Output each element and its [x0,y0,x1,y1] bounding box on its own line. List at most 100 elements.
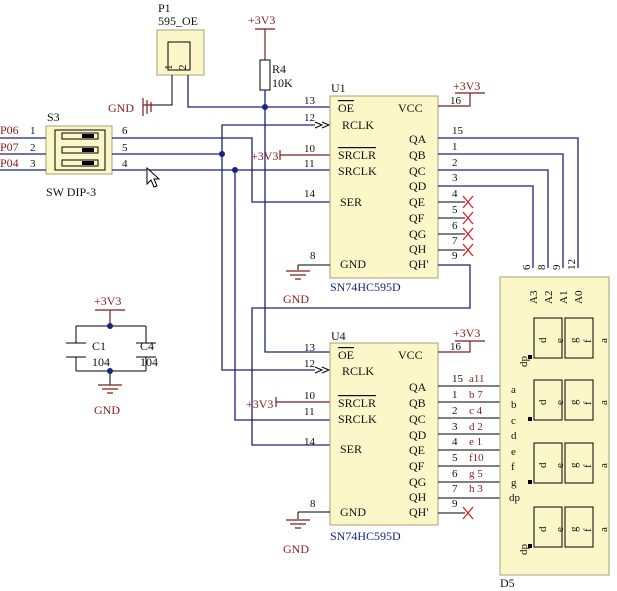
u1-qd: QD [409,179,427,193]
r4-value: 10K [272,76,293,90]
u4-part: SN74HC595D [330,529,401,543]
s3-value: SW DIP-3 [46,185,96,199]
u1-num-8: 8 [310,250,316,262]
u1-num-qh: 7 [452,235,458,247]
u1-num-qe: 4 [452,188,458,200]
d5-digit-block-2: d e g f a [528,379,610,421]
gnd-label-caps: GND [94,403,120,417]
d5-d1-e: e [554,338,566,343]
s3-pin3: 3 [30,158,36,170]
u1-qb: QB [409,148,426,162]
d5-d3-f: f [582,464,594,468]
d5-d3-g: g [568,462,580,468]
u1-num-qg: 6 [452,220,458,232]
d5-d3-d: d [537,462,549,468]
u1-qg: QG [409,227,427,241]
gnd-label-u4: GND [283,542,309,556]
u4-qc: QC [409,412,426,426]
u1-pin-oe: OE [338,101,354,115]
gnd-label-p1: GND [108,101,134,115]
u4-seg-d: d 2 [469,421,483,433]
u1-num-13: 13 [304,95,316,107]
capacitors-c1-c4[interactable]: +3V3 C1 104 C4 104 GND [66,294,158,417]
resistor-r4[interactable]: R4 10K [259,59,293,91]
vcc-label-u1: +3V3 [453,79,480,93]
u4-pin-ser: SER [340,442,362,456]
u1-qe: QE [409,195,425,209]
d5-pin-9: 9 [551,264,563,270]
d5-d2-f: f [582,401,594,405]
c1-ref: C1 [92,339,106,353]
u1-qh-prime: QH' [409,257,429,271]
d5-digit-block-1: d e g f a dp [518,317,610,367]
u4-pin-rclk: RCLK [342,364,374,378]
u1-num-qa: 15 [452,125,464,137]
u4-right-pin-numbers: 15 1 2 3 4 5 6 7 9 a11 b 7 c 4 d 2 e 1 f… [452,373,484,510]
s3-pin2: 2 [30,142,36,154]
u4-num-qe: 4 [452,436,458,448]
d5-side-g: g [511,477,517,489]
u1-num-qd: 3 [452,172,458,184]
u4-qb: QB [409,396,426,410]
d5-digit-a0: A0 [573,290,585,304]
p1-pin2: 2 [177,65,189,71]
u4-num-qb: 1 [452,389,458,401]
d5-d1-a: a [598,338,610,343]
c1-value: 104 [92,355,110,369]
u1-right-pin-numbers: 15 1 2 3 4 5 6 7 9 [452,125,464,262]
d5-d2-e: e [554,400,566,405]
u4-pin-vcc: VCC [398,348,423,362]
s3-pin6: 6 [122,125,128,137]
u4-num-qa: 15 [452,373,464,385]
s3-pin1: 1 [30,125,36,137]
u4-qd: QD [409,428,427,442]
s3-ref: S3 [47,110,60,124]
u1-pin-srclk: SRCLK [338,164,377,178]
connector-p1[interactable]: P1 595_OE 1 2 [156,1,205,76]
d5-d3-a: a [598,463,610,468]
u1-num-10: 10 [304,143,316,155]
d5-d1-d: d [537,337,549,343]
u4-num-qf: 5 [452,452,458,464]
u4-num-13: 13 [304,342,316,354]
d5-side-dp: dp [509,492,521,504]
u1-qh: QH [409,242,427,256]
d5-d4-e: e [554,527,566,532]
u1-qc: QC [409,164,426,178]
u4-seg-b: b 7 [469,389,483,401]
u4-num-11: 11 [304,406,315,418]
u4-num-10: 10 [304,390,316,402]
r4-ref: R4 [272,62,286,76]
p1-value: 595_OE [158,14,198,28]
u1-num-16: 16 [450,95,462,107]
d5-d1-f: f [582,339,594,343]
ic-u4[interactable]: U4 OE RCLK SRCLR SRCLK SER GND VCC SN74H… [329,329,439,543]
u1-num-qb: 1 [452,141,458,153]
d5-pin-8: 8 [536,264,548,270]
u4-num-qh: 7 [452,483,458,495]
vcc-label-u1-srclr: +3V3 [251,149,278,163]
u4-qh: QH [409,490,427,504]
u4-qa: QA [409,380,427,394]
d5-d3-e: e [554,463,566,468]
u1-num-qc: 2 [452,157,458,169]
display-d5[interactable]: D5 6 8 9 12 A3 A2 A1 A0 a b c d e f g dp… [499,259,610,590]
d5-side-c: c [511,415,516,427]
c4-value: 104 [140,355,158,369]
d5-side-d: d [511,430,517,442]
u4-pin-srclk: SRCLK [338,412,377,426]
u1-num-14: 14 [304,188,316,200]
u4-num-8: 8 [310,498,316,510]
u1-num-qh-prime: 9 [452,250,458,262]
d5-d4-g: g [568,526,580,532]
p1-pin1: 1 [163,65,175,71]
u1-qf: QF [409,211,425,225]
dip-switch-s3[interactable]: S3 SW DIP-3 1 2 3 6 5 4 [30,110,128,199]
d5-side-a: a [511,384,516,396]
u1-pin-vcc: VCC [398,101,423,115]
u4-seg-h: h 3 [469,483,483,495]
net-p04: P04 [0,156,19,170]
ic-u1[interactable]: U1 OE RCLK SRCLR SRCLK SER GND VCC SN74H… [329,81,439,294]
u1-num-11: 11 [304,158,315,170]
